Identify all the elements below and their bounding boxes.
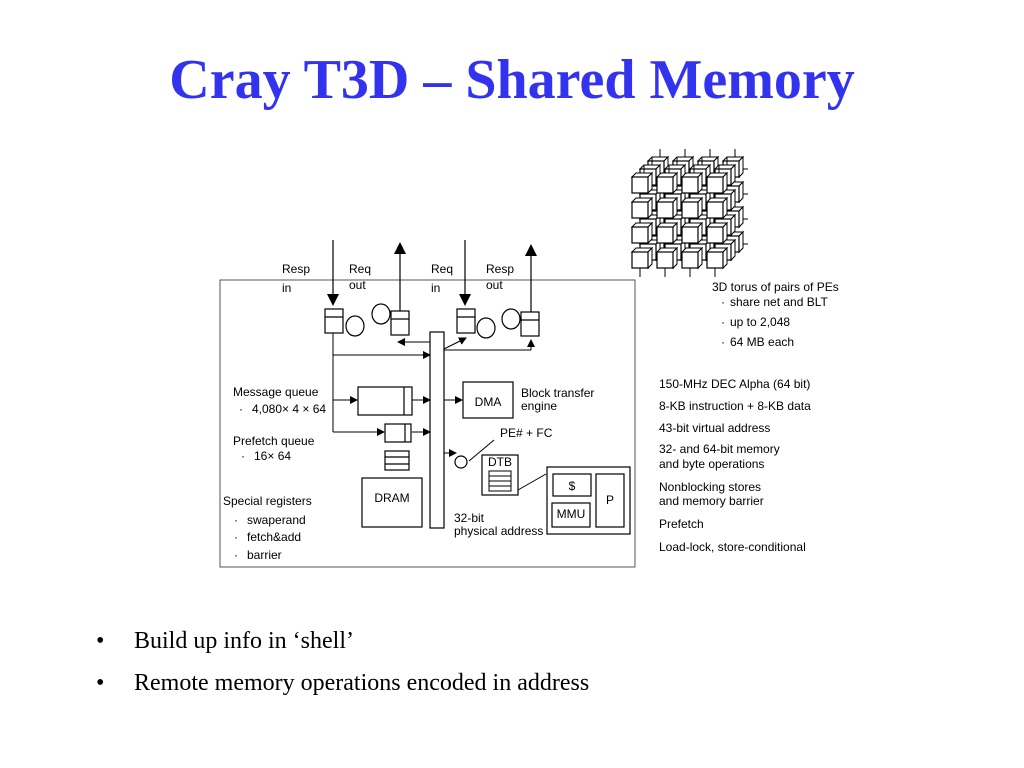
- physical-address-label-line1: 32-bit: [454, 511, 485, 525]
- dtb-table-icon: [488, 470, 512, 492]
- slide-title: Cray T3D – Shared Memory: [169, 49, 855, 111]
- pe-fc-register-icon: [454, 455, 468, 469]
- torus-item-share-net: share net and BLT: [730, 295, 829, 309]
- req-out-label-line1: Req: [349, 262, 371, 276]
- node-boundary: [219, 279, 636, 568]
- mmu-label: MMU: [557, 507, 586, 521]
- central-bus: [429, 331, 445, 529]
- alpha-link: [517, 473, 547, 491]
- alpha-feature-nonblocking-line2: and memory barrier: [659, 494, 764, 508]
- alpha-feature-nonblocking-line1: Nonblocking stores: [659, 480, 761, 494]
- bullet-item-remote-ops: • Remote memory operations encoded in add…: [96, 664, 589, 702]
- req-in-label-line1: Req: [431, 262, 453, 276]
- alpha-feature-clock: 150-MHz DEC Alpha (64 bit): [659, 377, 810, 391]
- torus-bullet-1: ·: [721, 295, 725, 309]
- message-queue-bullet: ·: [239, 402, 243, 416]
- port-buffers: [324, 303, 540, 339]
- bullet-text-remote-ops: Remote memory operations encoded in addr…: [134, 670, 590, 696]
- bullet-text-shell: Build up info in ‘shell’: [134, 628, 354, 654]
- special-register-bullet-2: ·: [234, 530, 238, 544]
- prefetch-queue-label: Prefetch queue: [233, 434, 315, 448]
- mmu-box: [551, 502, 591, 528]
- bullet-dot-1: •: [96, 628, 105, 654]
- physical-address-label-line2: physical address: [454, 524, 543, 538]
- resp-in-label-line2: in: [282, 281, 291, 295]
- alpha-feature-prefetch: Prefetch: [659, 517, 704, 531]
- resp-out-label-line2: out: [486, 278, 503, 292]
- prefetch-queue-bullet: ·: [241, 449, 245, 463]
- internal-connections: [332, 333, 535, 462]
- message-queue-label: Message queue: [233, 385, 319, 399]
- 3d-torus-icon: [630, 149, 748, 277]
- alpha-feature-load-lock: Load-lock, store-conditional: [659, 540, 806, 554]
- alpha-feature-caches: 8-KB instruction + 8-KB data: [659, 399, 811, 413]
- resp-in-label-line1: Resp: [282, 262, 310, 276]
- prefetch-queue-size: 16× 64: [254, 449, 291, 463]
- dma-label: DMA: [475, 395, 502, 409]
- message-queue-size: 4,080× 4 × 64: [252, 402, 326, 416]
- bullet-list: • Build up info in ‘shell’ • Remote memory…: [96, 622, 589, 706]
- processor-label: P: [606, 493, 614, 507]
- special-registers-block: [384, 450, 410, 471]
- torus-item-up-to: up to 2,048: [730, 315, 790, 329]
- special-registers-label: Special registers: [223, 494, 312, 508]
- alpha-feature-virtual-address: 43-bit virtual address: [659, 421, 770, 435]
- cache-label: $: [569, 479, 576, 493]
- block-transfer-label-line2: engine: [521, 399, 557, 413]
- prefetch-queue-buffer: [384, 423, 412, 443]
- dma-box: [462, 381, 514, 419]
- special-register-barrier: barrier: [247, 548, 282, 562]
- special-register-bullet-1: ·: [234, 513, 238, 527]
- special-register-swaperand: swaperand: [247, 513, 306, 527]
- cache-box: [552, 473, 592, 497]
- pe-fc-label: PE# + FC: [500, 426, 553, 440]
- network-port-arrows: [327, 240, 537, 312]
- dtb-label: DTB: [488, 455, 512, 469]
- dram-box: [361, 477, 423, 528]
- special-register-fetch-add: fetch&add: [247, 530, 301, 544]
- req-out-label-line2: out: [349, 278, 366, 292]
- bullet-dot-2: •: [96, 670, 105, 696]
- dram-label: DRAM: [374, 491, 409, 505]
- req-in-label-line2: in: [431, 281, 440, 295]
- message-queue-buffer: [357, 386, 413, 416]
- alpha-feature-memory-ops-line2: and byte operations: [659, 457, 764, 471]
- resp-out-label-line1: Resp: [486, 262, 514, 276]
- alpha-feature-memory-ops-line1: 32- and 64-bit memory: [659, 442, 780, 456]
- torus-item-memory: 64 MB each: [730, 335, 794, 349]
- torus-caption: 3D torus of pairs of PEs: [712, 280, 839, 294]
- alpha-feature-list: 150-MHz DEC Alpha (64 bit) 8-KB instruct…: [659, 377, 811, 554]
- torus-bullet-2: ·: [721, 315, 725, 329]
- special-register-bullet-3: ·: [234, 548, 238, 562]
- processor-box: [595, 473, 625, 528]
- bullet-item-shell: • Build up info in ‘shell’: [96, 622, 589, 660]
- block-transfer-label-line1: Block transfer: [521, 386, 594, 400]
- torus-bullet-3: ·: [721, 335, 725, 349]
